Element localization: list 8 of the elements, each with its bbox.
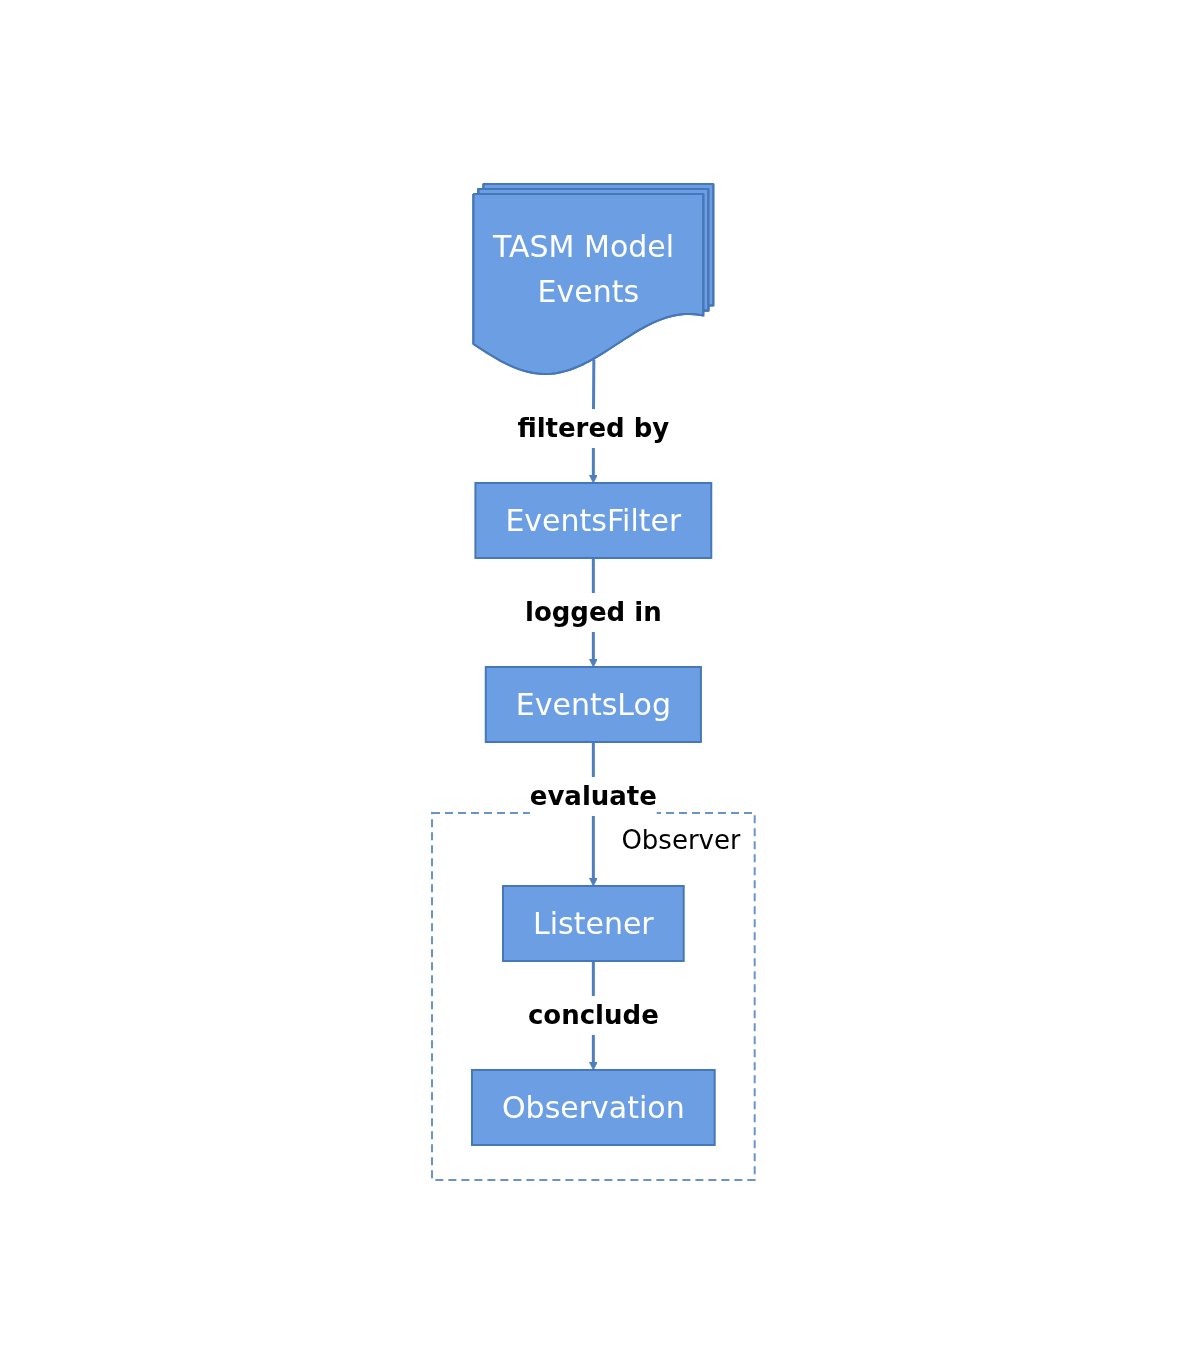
node-box: EventsLog [484,665,703,743]
edge-label: logged in [525,596,662,627]
edge-label: conclude [528,999,659,1030]
edge-label: evaluate [529,780,658,811]
node-box: Listener [502,884,685,962]
node-box: EventsFilter [474,481,713,559]
edge-label: filtered by [517,412,670,443]
node-box: Observation [471,1068,716,1146]
